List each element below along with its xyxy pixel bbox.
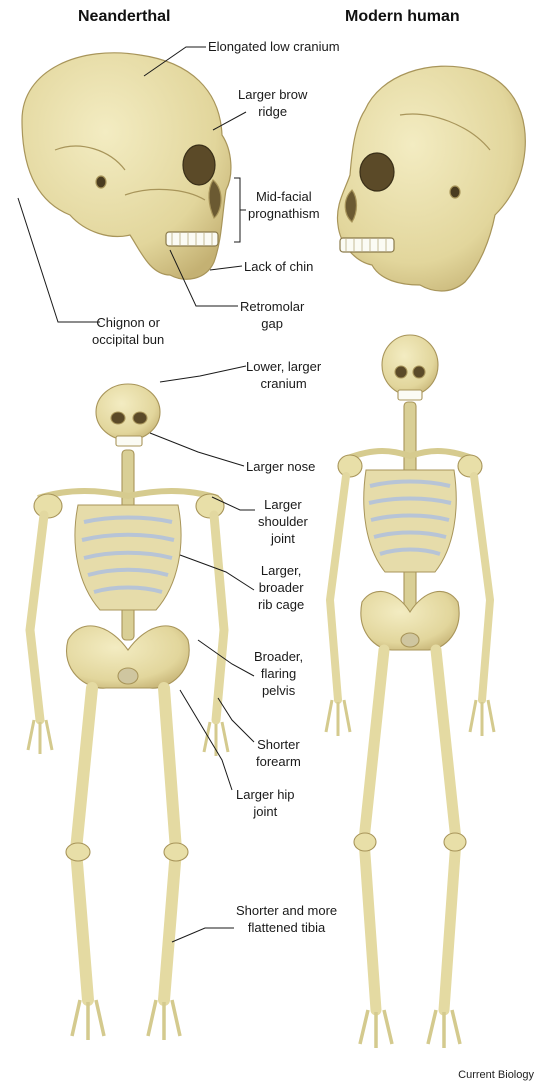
label-larger-nose: Larger nose	[246, 458, 315, 475]
modern-skull	[337, 66, 525, 291]
leader-tibia	[172, 928, 234, 942]
leader-prognathism-bracket	[234, 178, 246, 242]
neanderthal-skull	[22, 53, 231, 279]
modern-skeleton	[326, 335, 494, 1048]
label-elongated-low-cranium: Elongated low cranium	[208, 38, 340, 55]
leader-nose	[150, 433, 244, 466]
leader-lower-cranium	[160, 366, 246, 382]
neanderthal-skeleton	[28, 384, 228, 1040]
leader-chin	[210, 266, 242, 270]
label-lack-of-chin: Lack of chin	[244, 258, 313, 275]
source-credit: Current Biology	[458, 1069, 534, 1081]
